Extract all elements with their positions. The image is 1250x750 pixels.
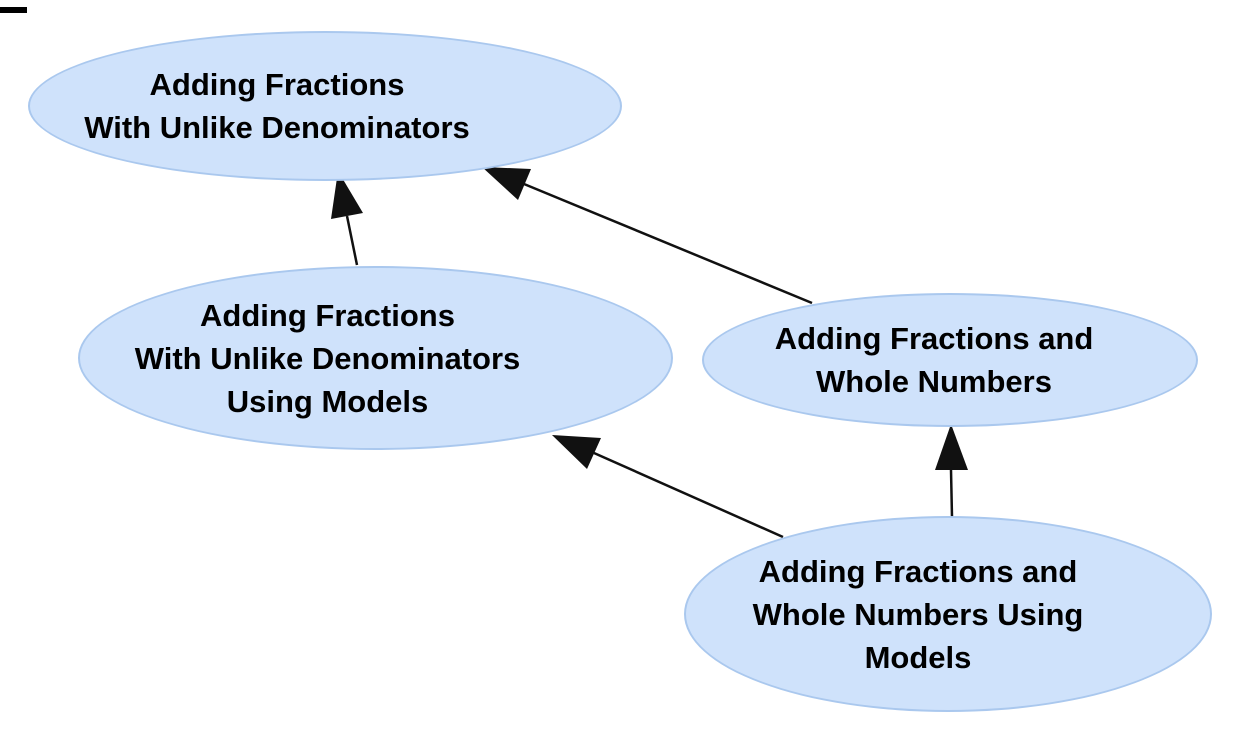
edge-1-line bbox=[523, 182, 813, 305]
edge-2-arrowhead bbox=[552, 435, 601, 469]
node-adding-fractions-with-unlike-denominators: Adding Fractions With Unlike Denominator… bbox=[28, 31, 622, 181]
node-adding-fractions-and-whole-numbers: Adding Fractions and Whole Numbers bbox=[702, 293, 1198, 427]
node-label: Adding Fractions With Unlike Denominator… bbox=[84, 67, 470, 145]
edge-3-line bbox=[949, 469, 954, 518]
edge-0-line bbox=[345, 215, 359, 266]
node-label: Adding Fractions and Whole Numbers Using… bbox=[752, 553, 1084, 675]
edge-3-arrowhead bbox=[935, 424, 968, 470]
edge-2-line bbox=[593, 451, 784, 539]
node-adding-fractions-with-unlike-denominators-using-models: Adding Fractions With Unlike Denominator… bbox=[78, 266, 673, 450]
corner-artifact-mark bbox=[0, 7, 27, 13]
edge-1-arrowhead bbox=[482, 167, 531, 200]
node-label: Adding Fractions With Unlike Denominator… bbox=[134, 297, 521, 419]
node-adding-fractions-and-whole-numbers-using-models: Adding Fractions and Whole Numbers Using… bbox=[684, 516, 1212, 712]
node-label: Adding Fractions and Whole Numbers bbox=[774, 321, 1094, 399]
